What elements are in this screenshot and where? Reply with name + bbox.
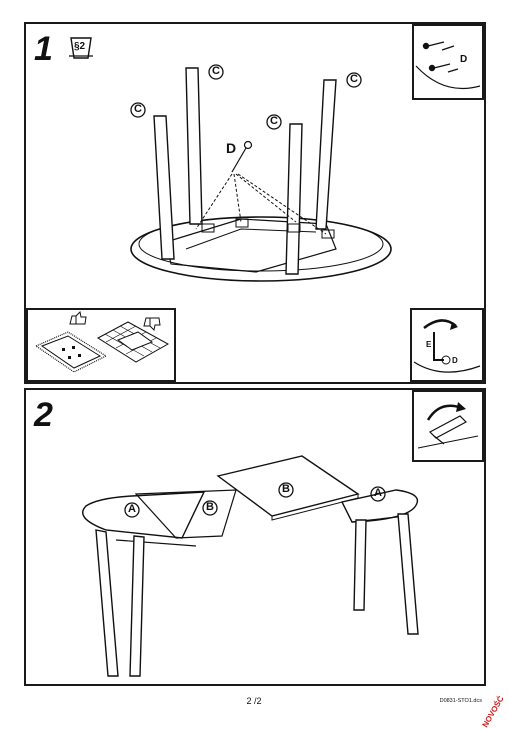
part-label-a-right: A (370, 486, 386, 502)
part-label-c-4: C (266, 114, 282, 130)
part-label-b-fixed: B (202, 500, 218, 516)
document-code: D0831-STO1.dcs (440, 698, 482, 704)
step-1-panel: 1 §2 (24, 22, 486, 384)
detail-inset-screws: D (412, 24, 484, 100)
step-2-panel: 2 A (24, 388, 486, 686)
part-label-c-1: C (208, 64, 224, 80)
part-label-a-left: A (124, 502, 140, 518)
inset-label-d-bottom: D (452, 356, 458, 365)
screw-detail-icon (414, 26, 482, 98)
inset-label-d: D (460, 54, 467, 65)
part-label-c-3: C (130, 102, 146, 118)
detail-inset-hex-key: E D (410, 308, 484, 382)
page-number: 2 /2 (0, 696, 508, 706)
inset-label-e: E (426, 340, 431, 349)
step-2-table-drawing (26, 390, 484, 684)
part-label-b-lifted: B (278, 482, 294, 498)
hex-key-icon (412, 310, 482, 380)
part-label-c-2: C (346, 72, 362, 88)
screw-label-d: D (226, 140, 236, 156)
detail-inset-rug (26, 308, 176, 382)
